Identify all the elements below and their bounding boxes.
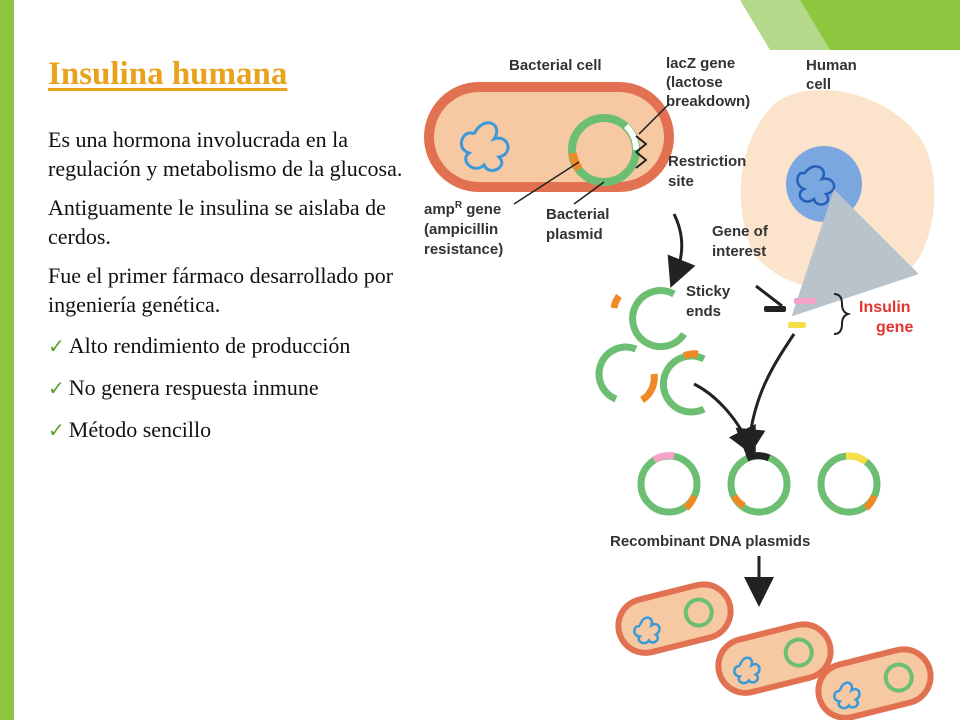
label-gene-interest-1: Gene of: [712, 223, 769, 240]
open-plasmid: [659, 350, 706, 416]
label-restriction-2: site: [668, 173, 694, 190]
paragraph-definition: Es una hormona involucrada en la regulac…: [48, 127, 403, 181]
label-plasmid-2: plasmid: [546, 226, 603, 243]
transformed-bacterium: [715, 621, 834, 696]
slide-body: Es una hormona involucrada en la regulac…: [48, 125, 428, 445]
checkmark-icon: ✓: [48, 376, 65, 400]
label-sticky-1: Sticky: [686, 283, 731, 300]
label-insulin-1: Insulin: [859, 299, 911, 316]
transformed-bacterium: [615, 581, 734, 656]
checklist-item: ✓Método sencillo: [48, 415, 428, 445]
human-cell: [740, 89, 935, 317]
recombinant-plasmid: [727, 452, 791, 516]
checklist-item: ✓Alto rendimiento de producción: [48, 331, 428, 361]
top-right-accent: [740, 0, 960, 50]
label-ampr-3: resistance): [424, 241, 503, 258]
open-plasmid: [595, 343, 658, 403]
checkmark-icon: ✓: [48, 334, 65, 358]
bacterial-cell: [424, 82, 674, 192]
slide-title: Insulina humana: [48, 56, 288, 92]
label-insulin-2: gene: [876, 319, 913, 336]
label-sticky-2: ends: [686, 303, 721, 320]
transformed-bacterium: [815, 646, 934, 720]
checklist-text: Método sencillo: [68, 417, 212, 442]
label-gene-interest-2: interest: [712, 243, 766, 260]
label-ampr-2: (ampicillin: [424, 221, 498, 238]
label-lacz-3: breakdown): [666, 93, 750, 110]
label-plasmid-1: Bacterial: [546, 206, 609, 223]
gene-fragment: [764, 306, 786, 312]
recombinant-plasmid: [637, 452, 701, 516]
gene-fragment: [794, 298, 816, 304]
recombinant-plasmid: [817, 452, 881, 516]
label-restriction-1: Restriction: [668, 153, 746, 170]
checklist-item: ✓No genera respuesta inmune: [48, 373, 428, 403]
gene-fragment: [788, 322, 806, 328]
label-lacz-1: lacZ gene: [666, 55, 735, 72]
label-lacz-2: (lactose: [666, 74, 723, 91]
label-ampr-1: ampR gene: [424, 200, 501, 218]
checklist-text: No genera respuesta inmune: [68, 375, 319, 400]
label-bacterial-cell: Bacterial cell: [509, 57, 602, 74]
paragraph-first-drug: Fue el primer fármaco desarrollado por i…: [48, 263, 394, 317]
label-human-1: Human: [806, 57, 857, 74]
recombinant-dna-diagram: Bacterial cell lacZ gene (lactose breakd…: [414, 44, 960, 720]
paragraph-history: Antiguamente le insulina se aislaba de c…: [48, 195, 386, 249]
label-recombinant: Recombinant DNA plasmids: [610, 533, 810, 550]
left-accent-bar: [0, 0, 14, 720]
checkmark-icon: ✓: [48, 418, 65, 442]
open-plasmid: [610, 287, 687, 351]
checklist-text: Alto rendimiento de producción: [68, 333, 351, 358]
label-human-2: cell: [806, 76, 831, 93]
